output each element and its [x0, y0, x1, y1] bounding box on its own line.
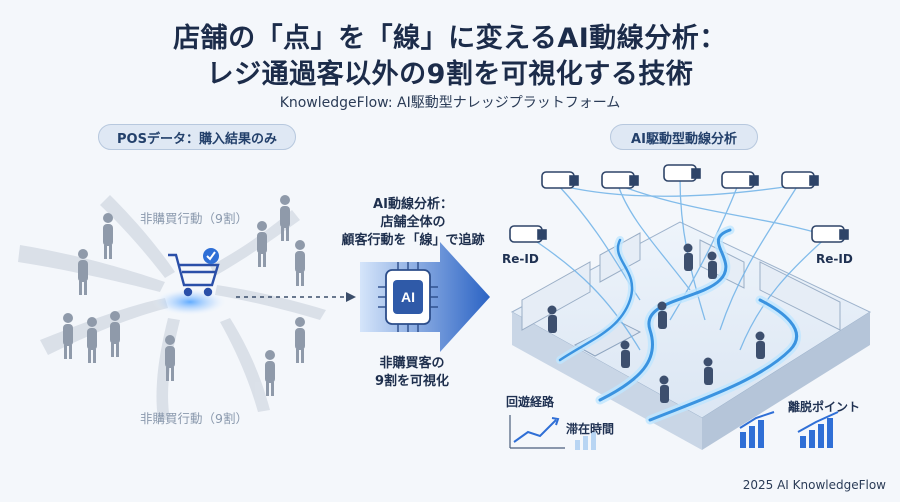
route-chart-icon — [509, 415, 565, 449]
shopper-figure — [87, 317, 97, 363]
shopper-figure — [110, 311, 120, 357]
route-label: 回遊経路 — [506, 395, 555, 409]
ai-analysis-pill: AI駆動型動線分析 — [610, 124, 758, 150]
non-purchase-label-top: 非購買行動（9割） — [140, 211, 248, 226]
ai-result-line2: 9割を可視化 — [374, 374, 450, 389]
shopper-figure — [659, 375, 669, 403]
left-shoppers — [63, 195, 305, 396]
ai-desc-line3: 顧客行動を「線」で追跡 — [341, 233, 485, 248]
reid-label-left: Re-ID — [502, 252, 539, 266]
camera-icon — [721, 171, 759, 189]
non-purchase-label-bottom: 非購買行動（9割） — [140, 411, 248, 426]
ai-desc-line2: 店舗全体の — [380, 215, 446, 230]
shopper-figure — [257, 221, 267, 267]
cart-icon — [168, 253, 220, 297]
main-title-line1: 店舗の「点」を「線」に変えるAI動線分析： — [173, 23, 727, 54]
shopper-figure — [707, 251, 717, 279]
dwell-chart-icon — [575, 432, 596, 450]
camera-icon — [663, 164, 701, 182]
shopper-figure — [78, 249, 88, 295]
shopper-figure — [683, 243, 693, 271]
camera-icon — [781, 171, 819, 189]
ai-chip-icon — [378, 262, 438, 332]
flow-paths — [556, 225, 801, 425]
shopper-figure — [547, 305, 557, 333]
shopper-figure — [63, 313, 73, 359]
check-badge-icon — [203, 248, 219, 264]
ai-result-text: 非購買客の 9割を可視化 — [352, 355, 472, 391]
shopper-figure — [295, 240, 305, 286]
shopper-figure — [103, 213, 113, 259]
shopper-figure — [620, 340, 630, 368]
security-cameras — [509, 164, 849, 243]
shopper-figure — [657, 301, 667, 329]
store-wall-right — [702, 312, 870, 450]
store-shoppers — [547, 243, 765, 403]
camera-icon — [601, 171, 639, 189]
subtitle: KnowledgeFlow: AI駆動型ナレッジプラットフォーム — [279, 95, 621, 111]
ai-result-line1: 非購買客の — [379, 356, 445, 371]
camera-icon — [509, 225, 547, 243]
exit-label: 離脱ポイント — [788, 400, 861, 414]
ai-desc-line1: AI動線分析： — [373, 197, 453, 212]
ai-analysis-description: AI動線分析： 店舗全体の 顧客行動を「線」で追跡 — [333, 196, 493, 250]
ai-chip-label: AI — [401, 289, 415, 305]
dwell-label: 滞在時間 — [566, 422, 615, 436]
shopper-figure — [755, 331, 765, 359]
main-title-line2: レジ通過客以外の9割を可視化する技術 — [206, 59, 694, 90]
exit-chart-icon — [739, 411, 839, 448]
camera-icon — [811, 225, 849, 243]
camera-icon — [541, 171, 579, 189]
shopper-figure — [280, 195, 290, 241]
shopper-figure — [265, 350, 275, 396]
shopper-figure — [165, 335, 175, 381]
copyright: 2025 AI KnowledgeFlow — [742, 478, 886, 492]
shopper-figure — [703, 357, 713, 385]
dotted-arrow — [236, 292, 356, 302]
pos-data-pill: POSデータ：購入結果のみ — [98, 124, 296, 150]
reid-label-right: Re-ID — [816, 252, 853, 266]
shopper-figure — [295, 317, 305, 363]
